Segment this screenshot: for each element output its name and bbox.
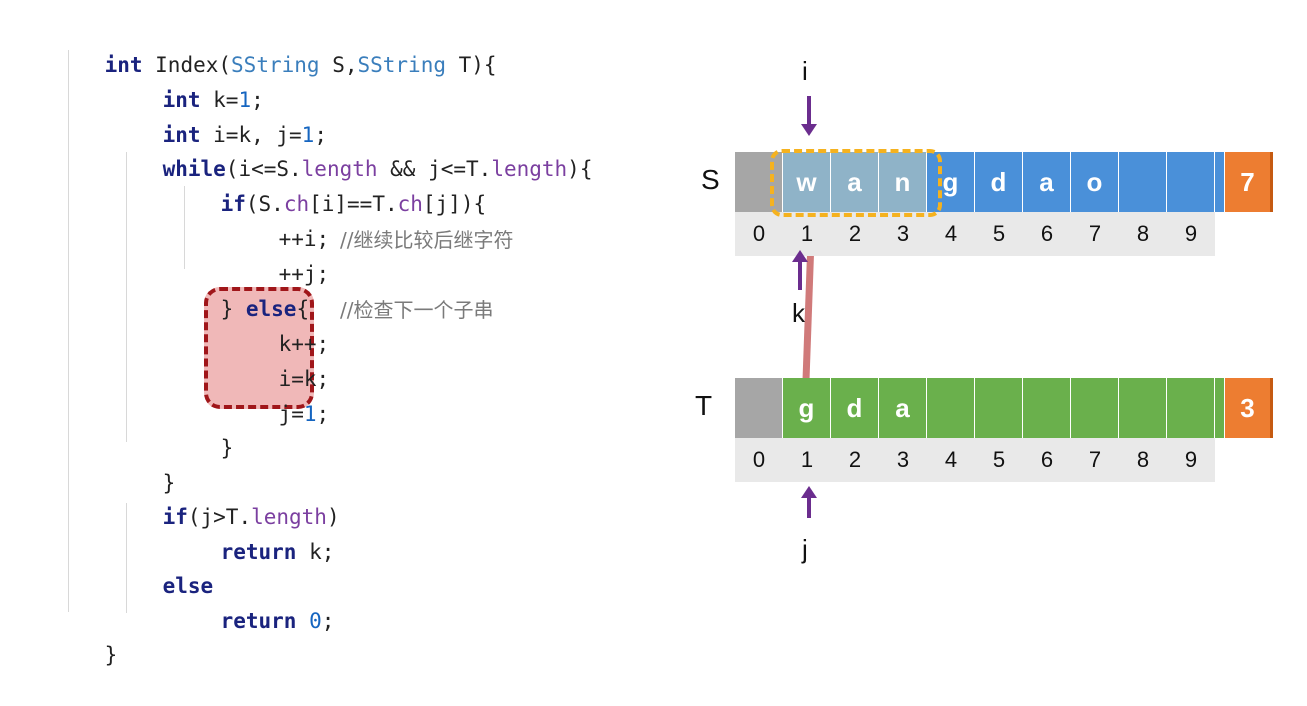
code-line-5: if(S.ch[i]==T.ch[j]){ [220,192,487,216]
k-link-line [802,211,816,381]
pointer-k-arrowhead [792,250,808,262]
code-line-17: return 0; [220,609,335,633]
s-index-9: 9 [1167,212,1215,256]
s-char-cell-1: w [783,152,831,212]
t-index-8: 8 [1119,438,1167,482]
code-line-15: return k; [220,540,335,564]
pointer-i-arrowhead [801,124,817,136]
s-char-cell-7: o [1071,152,1119,212]
code-line-3: int i=k, j=1; [162,123,327,147]
code-line-8: } else{ [220,297,310,321]
code-line-11: j=1; [278,402,330,426]
code-line-1: int Index(SString S,SString T){ [104,53,497,77]
code-line-12: } [220,436,234,460]
t-char-cell-7 [1071,378,1119,438]
t-index-5: 5 [975,438,1023,482]
code-line-14: if(j>T.length) [162,505,340,529]
pointer-i-label: i [802,56,808,86]
comment-next-substring: //检查下一个子串 [340,298,494,322]
else-branch-highlight [204,287,314,409]
t-index-4: 4 [927,438,975,482]
indent-guide [126,152,127,442]
indent-guide [68,50,69,612]
s-index-5: 5 [975,212,1023,256]
indent-guide [184,186,185,269]
t-length-cell: 3 [1225,378,1273,438]
t-char-cell-2: d [831,378,879,438]
code-line-2: int k=1; [162,88,264,112]
t-index-6: 6 [1023,438,1071,482]
comment-continue: //继续比较后继字符 [340,228,514,252]
code-line-4: while(i<=S.length && j<=T.length){ [162,157,593,181]
t-index-1: 1 [783,438,831,482]
t-char-cell-6 [1023,378,1071,438]
code-line-13: } [162,471,176,495]
s-char-cell-5: d [975,152,1023,212]
t-spare-cell [1215,378,1225,438]
s-spare-cell [1215,152,1225,212]
s-char-cell-9 [1167,152,1215,212]
s-length-cell: 7 [1225,152,1273,212]
t-char-cell-9 [1167,378,1215,438]
s-index-spare [1215,212,1225,256]
string-t-label: T [695,390,713,421]
pointer-k-arrow [798,260,802,290]
t-index-3: 3 [879,438,927,482]
t-index-spare [1215,438,1225,482]
t-char-cell-8 [1119,378,1167,438]
t-char-cell-1: g [783,378,831,438]
code-line-16: else [162,574,214,598]
string-s-label: S [701,164,720,195]
s-char-cell-2: a [831,152,879,212]
s-char-cell-6: a [1023,152,1071,212]
t-index-2: 2 [831,438,879,482]
s-char-cell-3: n [879,152,927,212]
pointer-i-arrow [807,96,811,126]
indent-guide [126,503,127,613]
s-index-6: 6 [1023,212,1071,256]
code-line-7: ++j; [278,262,330,286]
s-index-3: 3 [879,212,927,256]
t-char-cell-3: a [879,378,927,438]
t-char-cell-4 [927,378,975,438]
pointer-j-label: j [802,534,808,564]
s-index-4: 4 [927,212,975,256]
s-index-2: 2 [831,212,879,256]
t-index-0: 0 [735,438,783,482]
s-char-cell-4: g [927,152,975,212]
s-index-7: 7 [1071,212,1119,256]
s-char-cell-0 [735,152,783,212]
s-index-0: 0 [735,212,783,256]
code-panel: int Index(SString S,SString T){ int k=1;… [0,0,640,667]
t-index-9: 9 [1167,438,1215,482]
t-index-7: 7 [1071,438,1119,482]
s-index-1: 1 [783,212,831,256]
code-line-6: ++i; [278,227,330,251]
pointer-j-arrowhead [801,486,817,498]
s-index-8: 8 [1119,212,1167,256]
s-char-cell-8 [1119,152,1167,212]
t-char-cell-0 [735,378,783,438]
pointer-j-arrow [807,496,811,518]
t-char-cell-5 [975,378,1023,438]
code-line-18: } [104,643,118,667]
matched-substring-box [770,149,942,217]
code-line-9: k++; [278,332,330,356]
pointer-k-label: k [792,298,805,328]
code-line-10: i=k; [278,367,330,391]
